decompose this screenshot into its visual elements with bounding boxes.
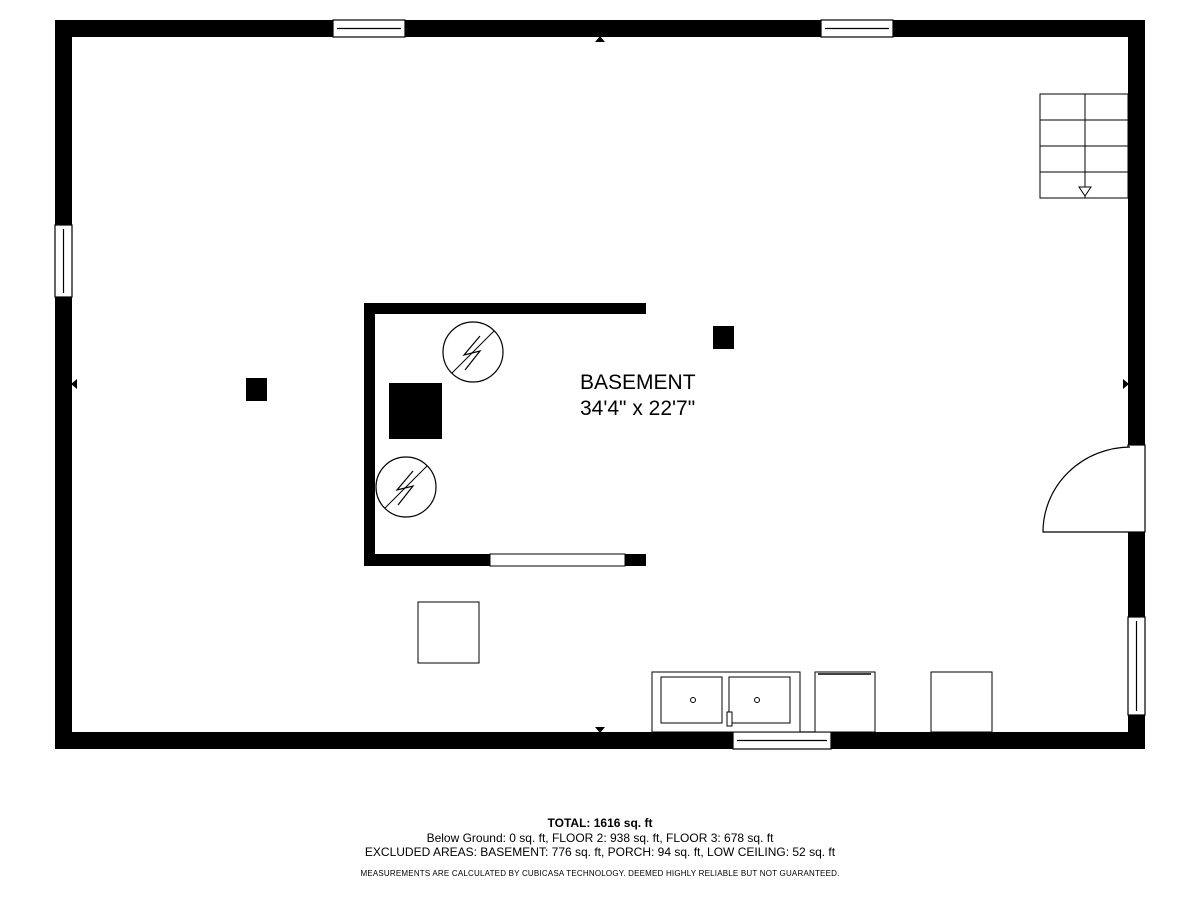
window-left xyxy=(54,224,73,298)
window-bottom xyxy=(732,731,832,750)
inner-wall-bottom-left xyxy=(364,554,490,566)
water-heater-upper xyxy=(442,321,504,383)
storage-box xyxy=(417,601,480,664)
drain-left xyxy=(690,697,696,703)
marker-left xyxy=(71,379,77,389)
excluded-areas: EXCLUDED AREAS: BASEMENT: 776 sq. ft, PO… xyxy=(364,845,836,859)
furnace xyxy=(389,383,442,439)
window-right xyxy=(1127,616,1146,716)
window-top-left xyxy=(332,19,406,38)
inner-wall-bottom-right xyxy=(625,554,646,566)
stair-direction-arrow xyxy=(1078,186,1092,197)
inner-opening xyxy=(489,553,626,567)
windows xyxy=(54,19,1146,750)
column-left xyxy=(246,378,267,401)
wall-top xyxy=(55,20,1145,37)
total-area: TOTAL: 1616 sq. ft xyxy=(547,816,653,830)
room-name: BASEMENT xyxy=(580,371,696,394)
faucet xyxy=(726,711,733,727)
inner-wall-top xyxy=(364,303,646,314)
stairs xyxy=(1039,93,1129,199)
door-right xyxy=(1042,444,1146,533)
drain-right xyxy=(754,697,760,703)
marker-bottom xyxy=(595,727,605,733)
window-top-right xyxy=(820,19,894,38)
inner-wall-left xyxy=(364,303,375,566)
dryer xyxy=(930,671,993,733)
inner-walls xyxy=(364,303,646,566)
column-center xyxy=(713,326,734,349)
room-label: BASEMENT 34'4" x 22'7" xyxy=(580,370,696,422)
marker-top xyxy=(595,36,605,42)
wall-right xyxy=(1128,20,1145,749)
dimension-markers xyxy=(71,36,1129,733)
double-sink xyxy=(651,671,801,733)
room-dimensions: 34'4" x 22'7" xyxy=(580,397,696,420)
marker-right xyxy=(1123,379,1129,389)
wall-bottom xyxy=(55,732,1145,749)
floor-areas: Below Ground: 0 sq. ft, FLOOR 2: 938 sq.… xyxy=(426,831,774,845)
disclaimer: MEASUREMENTS ARE CALCULATED BY CUBICASA … xyxy=(360,869,840,878)
washer xyxy=(814,671,876,733)
water-heater-lower xyxy=(375,456,437,518)
wall-left xyxy=(55,20,72,749)
